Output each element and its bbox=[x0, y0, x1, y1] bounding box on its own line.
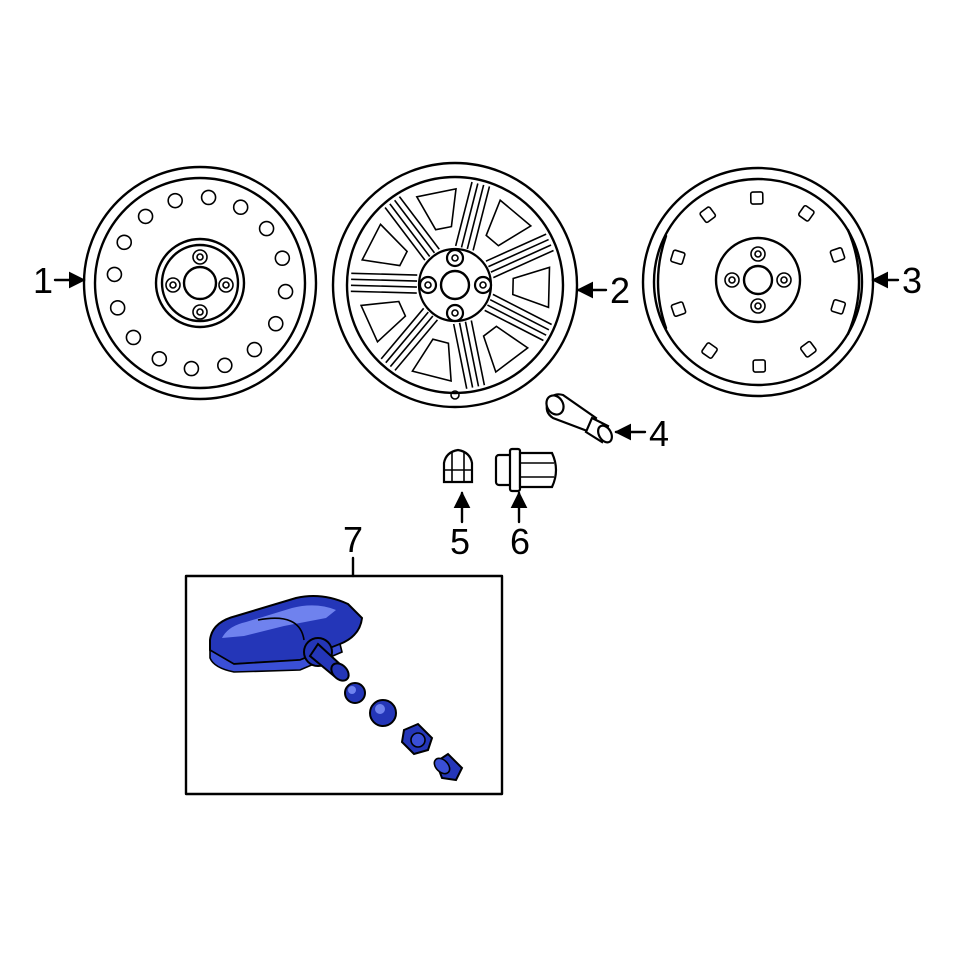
spoke-groove bbox=[398, 196, 440, 250]
spoke-groove bbox=[487, 304, 547, 336]
callout-1: 1 bbox=[33, 260, 86, 301]
callout-7: 7 bbox=[343, 519, 363, 560]
lug-nut-cap[interactable] bbox=[442, 448, 474, 484]
callout-3: 3 bbox=[871, 260, 922, 301]
callout-number-1: 1 bbox=[33, 260, 53, 301]
square-vent-hole bbox=[829, 247, 846, 263]
vent-hole bbox=[217, 357, 233, 374]
tpms-sensor[interactable] bbox=[209, 595, 464, 782]
spoke-groove bbox=[351, 278, 418, 282]
spoke-groove bbox=[460, 183, 479, 248]
valve-stem[interactable] bbox=[543, 392, 615, 444]
square-vent-hole bbox=[797, 204, 815, 222]
vent-hole bbox=[267, 315, 284, 332]
spoke-window bbox=[482, 325, 530, 374]
square-vent-hole bbox=[799, 340, 817, 358]
spoke-groove bbox=[351, 272, 418, 276]
vent-hole bbox=[116, 234, 133, 251]
vent-hole bbox=[183, 360, 200, 377]
vent-hole bbox=[109, 300, 126, 316]
vent-hole bbox=[274, 250, 291, 266]
spoke-groove bbox=[380, 307, 425, 360]
spoke-groove bbox=[394, 199, 436, 254]
vent-hole bbox=[125, 329, 142, 346]
callout-4: 4 bbox=[614, 413, 669, 454]
spoke-groove bbox=[384, 207, 426, 261]
spoke-window bbox=[360, 222, 409, 267]
wheel-3-steel-square-holes[interactable] bbox=[641, 166, 875, 398]
square-vent-hole bbox=[670, 249, 686, 266]
vent-hole bbox=[200, 189, 217, 206]
vent-hole bbox=[137, 208, 154, 225]
spoke-groove bbox=[350, 290, 417, 294]
callout-number-2: 2 bbox=[610, 270, 630, 311]
square-vent-hole bbox=[699, 206, 717, 224]
square-vent-hole bbox=[701, 342, 718, 359]
spoke-groove bbox=[493, 249, 554, 279]
square-vent-hole bbox=[749, 191, 764, 205]
square-vent-hole bbox=[670, 301, 687, 317]
callout-number-6: 6 bbox=[510, 521, 530, 562]
vent-hole bbox=[277, 283, 294, 300]
square-vent-hole bbox=[830, 299, 847, 315]
spoke-window bbox=[411, 338, 452, 383]
lug-nut[interactable] bbox=[494, 447, 558, 493]
spoke-groove bbox=[458, 322, 474, 388]
spoke-groove bbox=[389, 203, 431, 257]
spoke-groove bbox=[464, 321, 480, 387]
vent-hole bbox=[246, 341, 263, 358]
vent-hole bbox=[151, 350, 168, 367]
square-vent-hole bbox=[752, 359, 767, 373]
vent-hole bbox=[258, 220, 275, 237]
wheel-2-alloy[interactable] bbox=[331, 161, 579, 409]
spoke-groove bbox=[484, 309, 544, 342]
callout-6: 6 bbox=[510, 491, 530, 562]
spoke-groove bbox=[350, 284, 417, 288]
vent-hole bbox=[167, 192, 183, 209]
spoke-groove bbox=[485, 233, 547, 262]
callout-number-4: 4 bbox=[649, 413, 669, 454]
callout-5: 5 bbox=[450, 491, 471, 562]
spoke-groove bbox=[489, 298, 550, 331]
callout-number-7: 7 bbox=[343, 519, 363, 560]
spoke-groove bbox=[466, 184, 485, 250]
vent-hole bbox=[106, 266, 123, 283]
spoke-groove bbox=[389, 315, 434, 368]
tpms-sensor-box bbox=[184, 574, 504, 796]
callout-number-3: 3 bbox=[902, 260, 922, 301]
spoke-groove bbox=[385, 311, 429, 364]
spoke-groove bbox=[470, 320, 486, 386]
spoke-groove bbox=[452, 323, 468, 389]
spoke-groove bbox=[394, 319, 439, 371]
spoke-groove bbox=[454, 181, 473, 247]
callout-2: 2 bbox=[576, 270, 630, 311]
wheel-1-steel-round-holes[interactable] bbox=[82, 165, 318, 401]
spoke-window bbox=[485, 198, 533, 247]
spoke-groove bbox=[488, 238, 549, 268]
spoke-window bbox=[359, 300, 407, 344]
spoke-groove bbox=[492, 293, 552, 326]
callout-number-5: 5 bbox=[450, 521, 470, 562]
spoke-window bbox=[415, 187, 457, 231]
spoke-window bbox=[511, 266, 551, 309]
spoke-groove bbox=[490, 244, 552, 273]
vent-hole bbox=[232, 199, 249, 216]
spoke-groove bbox=[472, 186, 491, 251]
